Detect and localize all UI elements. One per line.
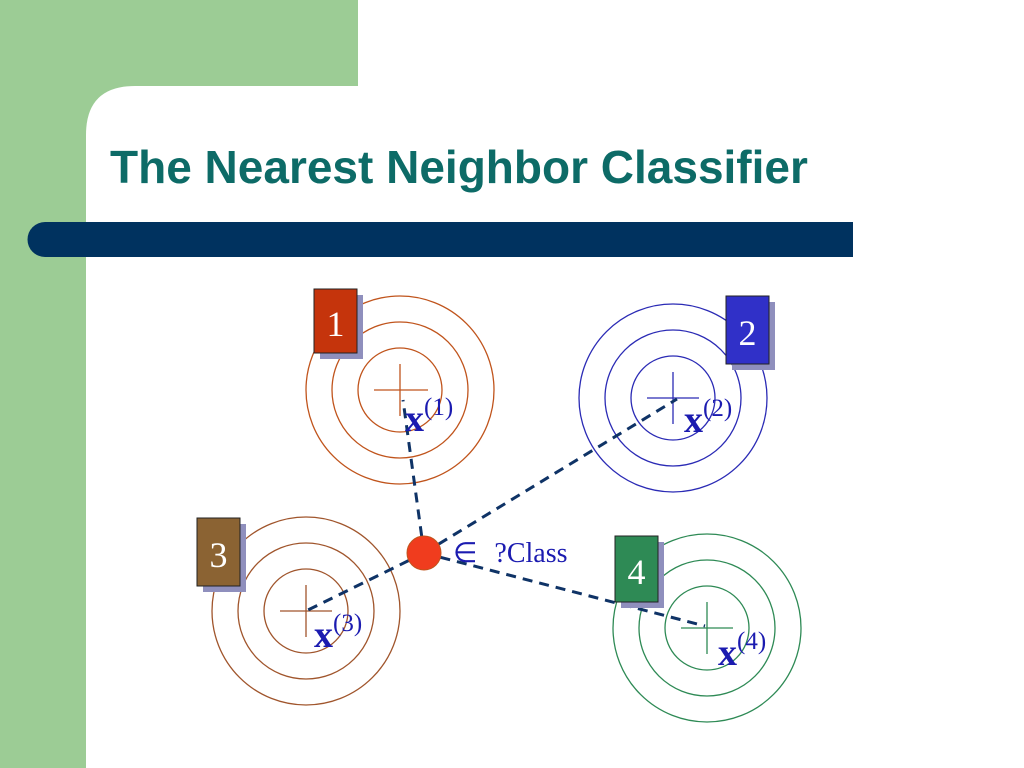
point-label-1: x(1) (405, 394, 453, 440)
ring-outer (612, 533, 802, 723)
query-class-label: ∈ ?Class (453, 538, 568, 569)
element-of-symbol: ∈ (453, 538, 477, 569)
badge-number: 1 (327, 304, 345, 344)
neighbor-3-rings (211, 516, 401, 706)
badge-box (725, 295, 770, 365)
badge-number: 3 (210, 535, 228, 575)
class-badge-3: 3 (196, 517, 246, 592)
query-point (406, 535, 442, 571)
distance-line-2 (423, 397, 678, 555)
ring-middle (638, 559, 776, 697)
badge-box (313, 288, 358, 354)
superscript: (2) (703, 395, 732, 422)
crosshairs (280, 364, 733, 654)
superscript: (3) (333, 610, 362, 637)
point-label-4: x(4) (718, 628, 766, 674)
superscript: (1) (424, 394, 453, 421)
ring-middle (237, 542, 375, 680)
distance-line-1 (401, 399, 426, 554)
badge-number: 2 (739, 313, 757, 353)
title-underline-bar (27, 222, 853, 257)
x-variable: x (314, 614, 333, 656)
ring-middle (604, 329, 742, 467)
x-variable: x (405, 398, 424, 440)
ring-middle (331, 321, 469, 459)
distance-lines (305, 397, 706, 628)
badge-number: 4 (628, 552, 646, 592)
ring-inner (630, 355, 716, 441)
badge-box (196, 517, 241, 587)
ring-outer (305, 295, 495, 485)
class-badge-2: 2 (725, 295, 775, 370)
slide-title: The Nearest Neighbor Classifier (110, 141, 808, 193)
point-label-3: x(3) (314, 610, 362, 656)
class-badge-1: 1 (313, 288, 363, 359)
ring-inner (664, 585, 750, 671)
ring-outer (211, 516, 401, 706)
class-badge-4: 4 (614, 535, 664, 608)
distance-line-4 (423, 551, 706, 628)
x-variable: x (718, 632, 737, 674)
ring-inner (357, 347, 443, 433)
badge-box (614, 535, 659, 603)
ring-outer (578, 303, 768, 493)
x-variable: x (684, 399, 703, 441)
ring-inner (263, 568, 349, 654)
neighbor-1-rings (305, 295, 495, 485)
neighbor-2-rings (578, 303, 768, 493)
superscript: (4) (737, 628, 766, 655)
distance-line-3 (305, 551, 425, 613)
neighbor-4-rings (612, 533, 802, 723)
point-label-2: x(2) (684, 395, 732, 441)
class-question: ?Class (494, 538, 567, 569)
